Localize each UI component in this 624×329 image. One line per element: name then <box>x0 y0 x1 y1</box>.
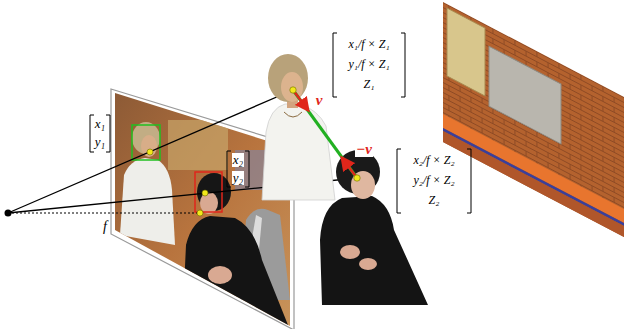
vector-label: −v <box>355 141 373 158</box>
image-points <box>197 210 203 216</box>
matrix-bracket <box>106 115 110 152</box>
image-points <box>202 190 208 196</box>
image-coordinate: y₂ <box>232 171 244 185</box>
projection-rays <box>8 90 293 213</box>
image-coordinate: x₂ <box>232 153 244 167</box>
matrix-bracket <box>401 33 405 97</box>
matrix-bracket <box>227 151 231 187</box>
world-coordinate: y₁/f × Z₁ <box>347 58 390 71</box>
vector-label: v <box>315 92 324 109</box>
world-coordinate: x₁/f × Z₁ <box>347 38 390 51</box>
displacement-vector <box>293 90 357 178</box>
matrix-bracket <box>90 115 94 152</box>
person-cutout <box>268 54 308 102</box>
person-cutout <box>359 258 377 270</box>
image-points <box>147 149 208 216</box>
displacement-vector <box>290 87 296 93</box>
wall-texture <box>443 2 624 237</box>
image-points <box>147 149 153 155</box>
person-cutout <box>262 104 335 200</box>
image-coordinate: x₁ <box>94 117 106 131</box>
person-cutout <box>340 245 360 259</box>
photo <box>208 266 232 284</box>
wall-texture <box>447 8 485 96</box>
photo <box>168 120 228 170</box>
person-cutout <box>320 150 428 305</box>
displacement-vector <box>354 175 360 181</box>
image-plane <box>111 89 294 329</box>
world-coordinate: y₂/f × Z₂ <box>412 174 455 187</box>
projection-rays <box>5 210 12 217</box>
wall-texture <box>443 128 624 226</box>
wall-texture <box>443 114 624 223</box>
matrix-bracket <box>90 33 471 213</box>
world-coordinate: Z₁ <box>363 78 376 91</box>
projection-rays <box>8 212 200 213</box>
displacement-vector <box>342 158 357 178</box>
matrix-bracket <box>397 149 401 213</box>
displacement-vector <box>293 90 308 110</box>
photo <box>182 216 290 329</box>
person-cutout <box>262 54 335 200</box>
wall-texture <box>489 46 561 144</box>
world-coordinate: x₂/f × Z₂ <box>412 154 455 167</box>
image-coordinate: y₁ <box>94 135 106 149</box>
wall-texture <box>443 2 624 237</box>
photo <box>141 135 157 157</box>
focal-length: f <box>102 219 108 234</box>
displacement-vector <box>290 87 360 181</box>
person-cutout <box>284 112 302 117</box>
matrix-bracket <box>245 151 249 187</box>
matrix-bracket <box>333 33 337 97</box>
matrix-bracket <box>467 149 471 213</box>
person-cutout <box>320 196 428 305</box>
world-coordinate: Z₂ <box>428 194 441 207</box>
photo <box>132 125 160 160</box>
wall-texture <box>443 131 624 237</box>
projection-rays <box>5 90 358 217</box>
